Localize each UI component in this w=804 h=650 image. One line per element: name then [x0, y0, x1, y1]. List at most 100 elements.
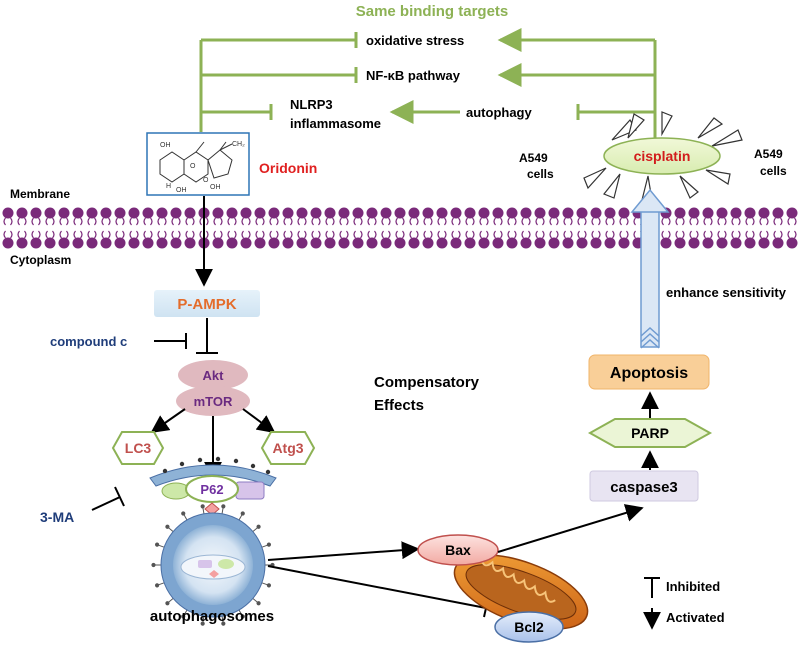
autophagosome-spike-tip — [266, 542, 272, 547]
lipid-tail — [451, 217, 454, 226]
p62-label: P62 — [200, 482, 223, 497]
lipid-head — [702, 237, 714, 249]
lipid-tail — [157, 230, 160, 239]
parp-diamond — [587, 418, 713, 448]
lipid-tail — [507, 217, 510, 226]
lipid-tail — [612, 217, 615, 226]
lipid-tail — [563, 230, 566, 239]
lipid-tail — [444, 230, 447, 239]
lipid-head — [338, 237, 350, 249]
lipid-head — [226, 207, 238, 219]
p-ampk-box — [154, 290, 260, 317]
lipid-tail — [605, 230, 608, 239]
lipid-tail — [731, 230, 734, 239]
mtor-to-atg3-arrow — [242, 408, 276, 434]
lipid-head — [240, 237, 252, 249]
lipid-tail — [374, 217, 377, 226]
lipid-tail — [164, 230, 167, 239]
lipid-tail — [577, 230, 580, 239]
lipid-tail — [773, 230, 776, 239]
lipid-tail — [234, 217, 237, 226]
autophagosome-spike — [183, 514, 188, 521]
autophagosome-spike-tip — [181, 614, 186, 619]
autophagosome-spike-tip — [221, 621, 226, 626]
lipid-tail — [129, 230, 132, 239]
lipid-head — [44, 207, 56, 219]
lipid-tail — [241, 217, 244, 226]
lipid-tail — [171, 230, 174, 239]
lipid-head — [282, 237, 294, 249]
lipid-tail — [528, 230, 531, 239]
lipid-tail — [178, 230, 181, 239]
lipid-tail — [542, 230, 545, 239]
autophagosome-spike-tip — [200, 504, 205, 509]
lipid-head — [156, 207, 168, 219]
lipid-tail — [108, 230, 111, 239]
lipid-tail — [339, 217, 342, 226]
inhibition-bars-green — [269, 32, 580, 120]
lipid-tail — [73, 217, 76, 226]
lipid-head — [114, 207, 126, 219]
lipid-head — [688, 237, 700, 249]
lipid-tail — [521, 230, 524, 239]
lipid-tail — [150, 217, 153, 226]
lipid-tail — [283, 217, 286, 226]
lipid-head — [268, 237, 280, 249]
lipid-head — [170, 237, 182, 249]
lipid-tail — [619, 217, 622, 226]
lipid-tail — [311, 230, 314, 239]
lipid-tail — [472, 230, 475, 239]
lipid-tail — [388, 230, 391, 239]
lipid-tail — [101, 217, 104, 226]
lipid-head — [618, 207, 630, 219]
lipid-tail — [269, 217, 272, 226]
lipid-tail — [339, 230, 342, 239]
lipid-tail — [458, 230, 461, 239]
lipid-tail — [276, 230, 279, 239]
lipid-head — [450, 207, 462, 219]
lipid-tail — [584, 230, 587, 239]
lipid-tail — [129, 217, 132, 226]
lipid-tail — [738, 230, 741, 239]
lipid-head — [226, 237, 238, 249]
lipid-head — [30, 207, 42, 219]
lipid-tail — [192, 217, 195, 226]
lipid-head — [86, 207, 98, 219]
lipid-tail — [703, 217, 706, 226]
autophagosome-spike — [238, 514, 243, 521]
mtor-to-lc3-arrow — [150, 408, 186, 434]
lipid-tail — [213, 230, 216, 239]
lipid-tail — [486, 230, 489, 239]
lipid-tail — [80, 217, 83, 226]
lipid-head — [212, 237, 224, 249]
lipid-tail — [276, 217, 279, 226]
lipid-tail — [185, 217, 188, 226]
lipid-head — [422, 207, 434, 219]
lipid-tail — [3, 217, 6, 226]
lipid-tail — [535, 230, 538, 239]
mtor-label: mTOR — [194, 394, 233, 409]
lipid-head — [184, 237, 196, 249]
p-ampk-label: P-AMPK — [177, 296, 236, 313]
lipid-tail — [409, 217, 412, 226]
lipid-head — [604, 207, 616, 219]
lipid-tail — [192, 230, 195, 239]
autophagosome-spike-tip — [240, 511, 245, 516]
lipid-head — [786, 207, 798, 219]
lipid-tail — [80, 230, 83, 239]
lipid-tail — [710, 217, 713, 226]
lipid-head — [562, 207, 574, 219]
lipid-tail — [724, 217, 727, 226]
lipid-tail — [696, 217, 699, 226]
lipid-tail — [262, 217, 265, 226]
lipid-tail — [444, 217, 447, 226]
compensatory-label-line2: Effects — [374, 397, 424, 414]
lipid-tail — [332, 217, 335, 226]
lipid-tail — [45, 217, 48, 226]
lipid-tail — [171, 217, 174, 226]
p62-side-purple — [235, 481, 265, 500]
lipid-head — [310, 237, 322, 249]
lipid-head — [142, 237, 154, 249]
lipid-head — [716, 237, 728, 249]
